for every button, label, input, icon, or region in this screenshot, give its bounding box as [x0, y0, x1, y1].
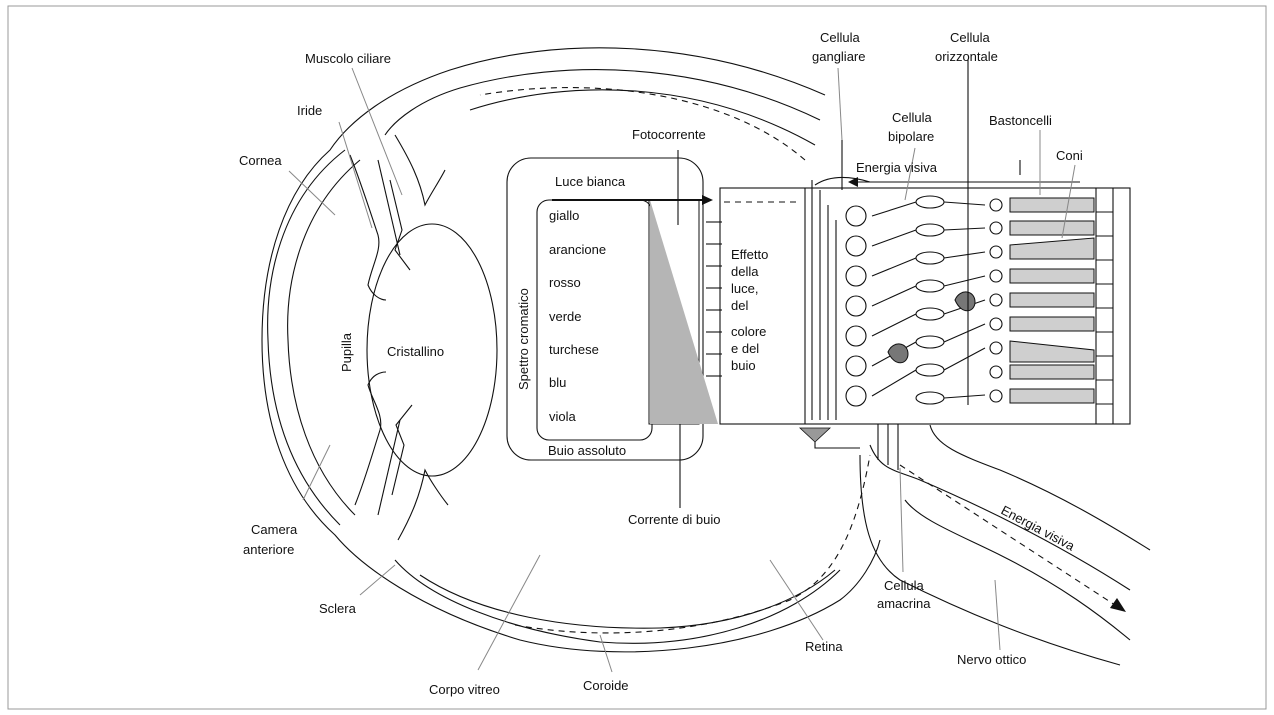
label-energia-visiva-nervo: Energia visiva	[999, 502, 1078, 554]
output-path	[815, 442, 860, 448]
label-cellula-orizzontale-2: orizzontale	[935, 49, 998, 64]
spectrum-label: giallo	[549, 208, 579, 223]
spectrum-label: viola	[549, 409, 577, 424]
effetto-line: del	[731, 298, 748, 313]
photocurrent-gradient	[650, 200, 718, 424]
spectrum-label: blu	[549, 375, 566, 390]
output-triangle	[800, 428, 830, 442]
label-cornea: Cornea	[239, 153, 282, 168]
label-cellula-orizzontale-1: Cellula	[950, 30, 991, 45]
effetto-line: della	[731, 264, 759, 279]
choroid-top	[385, 70, 820, 135]
label-cellula-bipolare-2: bipolare	[888, 129, 934, 144]
pigment-epithelium	[1096, 212, 1113, 404]
label-buio-assoluto: Buio assoluto	[548, 443, 626, 458]
label-cellula-amacrina-2: amacrina	[877, 596, 931, 611]
ciliary-top	[395, 135, 445, 205]
optic-nerve-top	[870, 445, 1130, 590]
label-camera-anteriore-1: Camera	[251, 522, 298, 537]
energy-path-bottom	[515, 455, 870, 633]
label-energia-visiva-top: Energia visiva	[856, 160, 938, 175]
optic-fibers	[878, 424, 898, 470]
choroid-bottom	[395, 560, 840, 643]
label-cellula-amacrina-1: Cellula	[884, 578, 925, 593]
iris-top	[350, 155, 386, 300]
white-light-arrowhead	[702, 195, 713, 205]
label-retina: Retina	[805, 639, 843, 654]
label-cristallino: Cristallino	[387, 344, 444, 359]
label-spettro-cromatico: Spettro cromatico	[516, 288, 531, 390]
amacrine-cell	[888, 344, 908, 363]
optic-energy-line	[900, 465, 1115, 605]
label-coroide: Coroide	[583, 678, 629, 693]
label-corpo-vitreo: Corpo vitreo	[429, 682, 500, 697]
ganglion-cells	[846, 206, 866, 406]
label-luce-bianca: Luce bianca	[555, 174, 626, 189]
effetto-line: luce,	[731, 281, 758, 296]
label-pupilla: Pupilla	[339, 332, 354, 372]
effetto-line: buio	[731, 358, 756, 373]
spectrum-label: turchese	[549, 342, 599, 357]
optic-energy-arrowhead	[1110, 598, 1126, 612]
label-corrente-di-buio: Corrente di buio	[628, 512, 721, 527]
label-cellula-gangliare-1: Cellula	[820, 30, 861, 45]
effetto-line: colore	[731, 324, 766, 339]
effetto-line: e del	[731, 341, 759, 356]
zonule-bottom	[378, 420, 400, 515]
retina-bottom	[420, 570, 835, 628]
energy-path-top	[480, 88, 805, 160]
photoreceptors	[990, 198, 1094, 403]
label-muscolo-ciliare: Muscolo ciliare	[305, 51, 391, 66]
cornea-outer	[268, 150, 345, 525]
spectrum-label: arancione	[549, 242, 606, 257]
label-nervo-ottico: Nervo ottico	[957, 652, 1026, 667]
label-cellula-bipolare-1: Cellula	[892, 110, 933, 125]
label-sclera: Sclera	[319, 601, 357, 616]
effetto-line: Effetto	[731, 247, 768, 262]
ciliary-bottom-2	[392, 405, 412, 495]
label-bastoncelli: Bastoncelli	[989, 113, 1052, 128]
label-fotocorrente: Fotocorrente	[632, 127, 706, 142]
label-iride: Iride	[297, 103, 322, 118]
label-coni: Coni	[1056, 148, 1083, 163]
label-camera-anteriore-2: anteriore	[243, 542, 294, 557]
label-cellula-gangliare-2: gangliare	[812, 49, 866, 64]
horizontal-cell	[955, 292, 975, 311]
ciliary-bottom	[398, 470, 448, 540]
spectrum-label: rosso	[549, 275, 581, 290]
spectrum-label: verde	[549, 309, 582, 324]
